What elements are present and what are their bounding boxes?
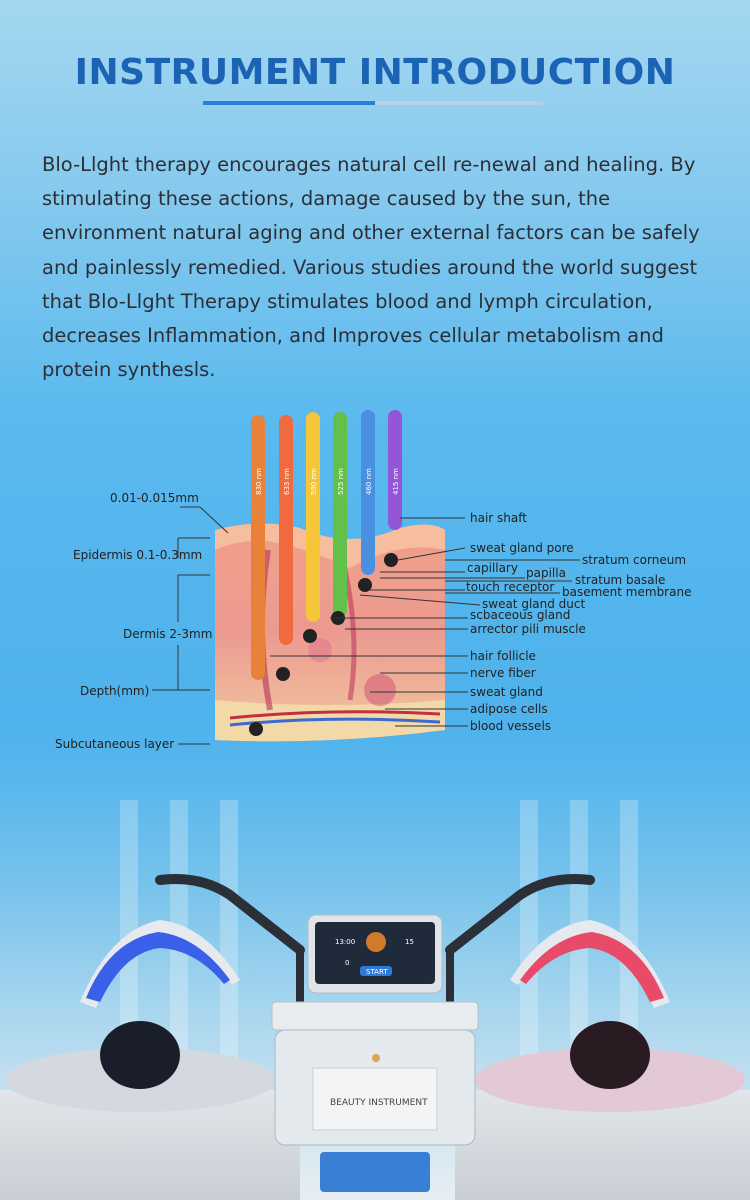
light-beam-525 <box>333 412 347 617</box>
device-top <box>271 1001 479 1031</box>
wavelength-label-525: 525 nm <box>337 468 345 495</box>
label-stratum-corneum: stratum corneum <box>582 553 686 567</box>
label-sweat-gland-pore: sweat gland pore <box>470 541 574 555</box>
depth-dot <box>358 578 372 592</box>
label-subcutaneous: Subcutaneous layer <box>55 737 174 751</box>
right-arm <box>445 874 595 955</box>
label-hair-follicle: hair follicle <box>470 649 536 663</box>
start-button[interactable] <box>360 966 392 976</box>
label-sebaceous-gland: scbaceous gland <box>470 608 570 622</box>
label-sweat-gland-duct: sweat gland duct <box>482 597 585 611</box>
right-patient-head <box>570 1021 650 1089</box>
hair-follicle-shape-2 <box>342 569 357 701</box>
label-nerve-fiber: nerve fiber <box>470 666 536 680</box>
wavelength-label-633: 633 nm <box>283 468 291 495</box>
skin-light-diagram: 830 nm 633 nm 590 nm 525 nm 460 nm 415 n… <box>55 410 691 751</box>
device-screen <box>315 922 435 984</box>
device-front-panel <box>312 1067 438 1131</box>
right-label-group: hair shaft sweat gland pore stratum corn… <box>270 511 691 733</box>
right-led-panel <box>510 920 670 1008</box>
device-scene: 13:00 15 0 START BEAUTY INSTRUMENT <box>0 780 750 1200</box>
depth-dot <box>276 667 290 681</box>
label-top-thickness: 0.01-0.015mm <box>110 491 199 505</box>
label-papilla: papilla <box>526 566 566 580</box>
label-capillary: capillary <box>467 561 518 575</box>
label-hair-shaft: hair shaft <box>470 511 527 525</box>
device-brand: BEAUTY INSTRUMENT <box>330 1098 428 1108</box>
depth-dot <box>384 553 398 567</box>
label-epidermis: Epidermis 0.1-0.3mm <box>73 548 202 562</box>
left-led-panel <box>80 920 240 1008</box>
epidermis-layer <box>215 523 445 568</box>
wavelength-label-590: 590 nm <box>310 468 318 495</box>
sweat-gland-shape <box>364 674 396 706</box>
screen-time: 13:00 <box>335 938 355 946</box>
label-basement-membrane: basement membrane <box>562 585 691 599</box>
intro-paragraph: Blo-Llght therapy encourages natural cel… <box>42 153 700 382</box>
right-led-array <box>520 932 664 1002</box>
light-beam-460 <box>361 410 375 575</box>
title-underline-accent <box>203 101 375 105</box>
light-beam-590 <box>306 412 320 622</box>
left-arm <box>155 874 305 955</box>
screen-value: 15 <box>405 938 414 946</box>
label-arrector-pili: arrector pili muscle <box>470 622 586 636</box>
label-stratum-basale: stratum basale <box>575 573 665 587</box>
light-beam-830 <box>251 415 265 680</box>
label-sweat-gland: sweat gland <box>470 685 543 699</box>
title-underline-muted <box>375 101 543 105</box>
page-title: INSTRUMENT INTRODUCTION <box>74 52 676 93</box>
blood-vessel-shape-red <box>229 710 441 720</box>
start-button-label: START <box>366 968 388 976</box>
screen-low: 0 <box>345 959 349 967</box>
wavelength-label-830: 830 nm <box>255 468 263 495</box>
wavelength-label-415: 415 nm <box>392 468 400 495</box>
depth-dot <box>303 629 317 643</box>
left-label-group: 0.01-0.015mm Epidermis 0.1-0.3mm Dermis … <box>55 491 229 751</box>
light-beam-415 <box>388 410 402 530</box>
label-depth: Depth(mm) <box>80 684 149 698</box>
dial-icon <box>366 932 386 952</box>
light-beam-633 <box>279 415 293 645</box>
left-patient-head <box>100 1021 180 1089</box>
power-indicator-icon <box>372 1054 380 1062</box>
wavelength-labels: 830 nm 633 nm 590 nm 525 nm 460 nm 415 n… <box>255 468 400 495</box>
label-adipose-cells: adipose cells <box>470 702 548 716</box>
label-touch-receptor: touch receptor <box>466 580 554 594</box>
light-beams <box>251 410 402 680</box>
label-blood-vessels: blood vessels <box>470 719 551 733</box>
title-underline <box>203 101 543 105</box>
left-led-array <box>86 932 230 1002</box>
label-dermis: Dermis 2-3mm <box>123 627 212 641</box>
device-base <box>320 1152 430 1192</box>
depth-dot <box>249 722 263 736</box>
wavelength-label-460: 460 nm <box>365 468 373 495</box>
